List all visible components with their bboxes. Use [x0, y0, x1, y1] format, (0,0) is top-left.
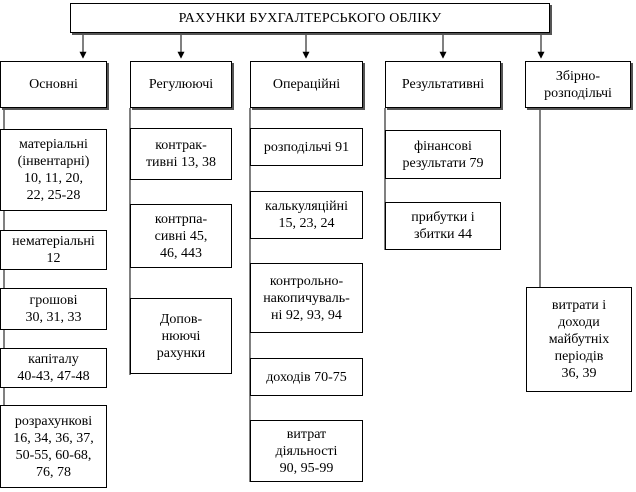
item-kontraktyvni: контрак- тивні 13, 38: [130, 128, 232, 180]
item-prybutky-i-zbytky: прибутки і збитки 44: [385, 202, 501, 250]
item-nematerialni: нематеріальні 12: [0, 230, 107, 270]
item-kontrpasyvni: контрпа- сивні 45, 46, 443: [130, 204, 232, 268]
item-rozrakhunkovi: розрахункові 16, 34, 36, 37, 50-55, 60-6…: [0, 405, 107, 488]
category-rehuliuiuchi: Регулюючі: [130, 61, 232, 108]
item-finansovi-rezultaty: фінансові результати 79: [385, 130, 501, 179]
category-zbirno-rozpodilchi: Збірно- розподільчі: [525, 61, 631, 108]
item-dokhodiv: доходів 70-75: [250, 358, 363, 396]
item-vytraty-i-dokhody: витрати і доходи майбутніх періодів 36, …: [526, 287, 632, 392]
item-hroshovi: грошові 30, 31, 33: [0, 288, 107, 330]
item-materialni: матеріальні (інвентарні) 10, 11, 20, 22,…: [0, 129, 107, 211]
item-kapitalu: капіталу 40-43, 47-48: [0, 348, 107, 388]
category-osnovni: Основні: [0, 61, 107, 108]
category-operatsiini: Операційні: [250, 61, 363, 108]
item-vytrat-diialnosti: витрат діяльності 90, 95-99: [250, 420, 363, 482]
category-rezultatyvni: Результативні: [385, 61, 501, 108]
diagram-title: РАХУНКИ БУХГАЛТЕРСЬКОГО ОБЛІКУ: [70, 3, 550, 33]
item-rozpodilchi-91: розподільчі 91: [250, 128, 363, 166]
item-dopovniuiuchi: Допов- нюючі рахунки: [130, 298, 232, 374]
item-kalkuliatsiini: калькуляційні 15, 23, 24: [250, 191, 363, 239]
item-kontrolno-nakopychuvalni: контрольно- накопичуваль- ні 92, 93, 94: [250, 263, 363, 333]
